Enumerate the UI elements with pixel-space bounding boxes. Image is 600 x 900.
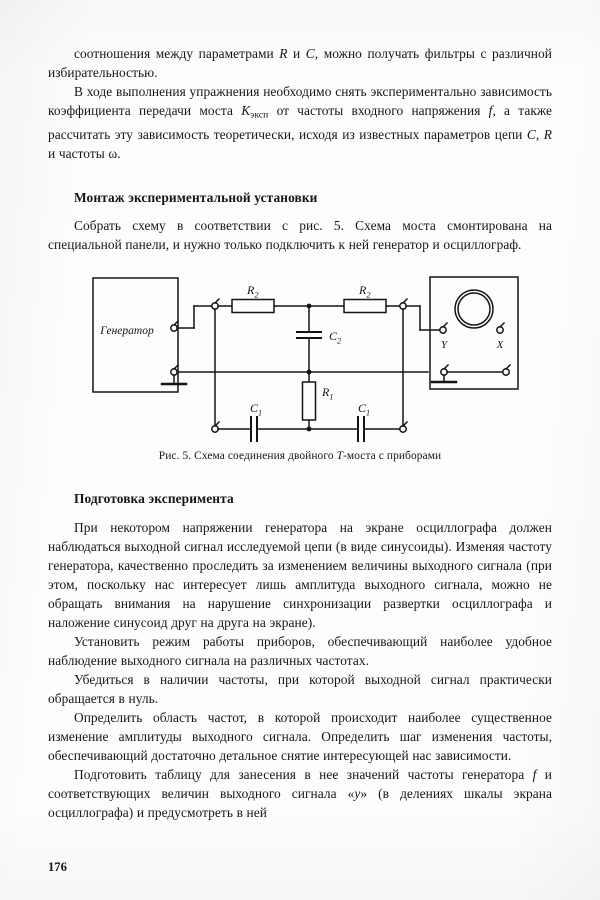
oscilloscope-x-label: X [496, 339, 505, 351]
para2-var-CR: C, R [526, 126, 552, 142]
label-c2-letter: C [329, 329, 338, 343]
label-r2-right: R2 [358, 283, 370, 299]
para1-run-a: соотношения между параметрами [74, 46, 280, 61]
label-c1-left-letter: C [250, 401, 259, 415]
label-c1-right: C1 [358, 401, 370, 417]
para1-var-C: C [305, 46, 315, 61]
caption-var-T: T [336, 450, 344, 462]
bridge-terminal-c-tick [213, 420, 221, 428]
label-r2-left-letter: R [246, 283, 255, 297]
paragraph-4: При некотором напряжении генератора на э… [48, 520, 552, 630]
para2-run-c: , а также рассчитать эту зависимость тео… [48, 103, 552, 142]
paragraph-5: Установить режим работы приборов, обеспе… [48, 634, 552, 668]
resistor-r2-right [343, 298, 387, 314]
oscilloscope-terminal-ground-right-tick [504, 363, 512, 371]
label-r1-sub: 1 [329, 392, 333, 401]
para2-run-d: и частоты ω. [48, 145, 121, 161]
para2-subscript-eksp: эксп [250, 109, 269, 121]
para2-run-b: от частоты входного напряжения [268, 103, 489, 118]
paragraph-block-rest: При некотором напряжении генератора на э… [48, 518, 552, 822]
paragraph-block-1: соотношения между параметрами R и C, мож… [48, 44, 552, 163]
paragraph-block-3: Собрать схему в соответствии с рис. 5. С… [48, 216, 552, 254]
label-r1-letter: R [321, 385, 330, 399]
para1-var-R: R [279, 46, 288, 61]
bridge-terminal-a-tick [213, 297, 221, 305]
component-labels: Генератор R2 R2 C2 R1 C1 C1 [99, 283, 504, 417]
label-r2-right-sub: 2 [366, 290, 370, 299]
generator-terminal-ground-tick [172, 363, 180, 371]
paragraph-8: Подготовить таблицу для занесения в нее … [48, 765, 552, 822]
oscilloscope-terminal-y-tick [441, 321, 449, 329]
label-r2-right-letter: R [358, 283, 367, 297]
generator-terminal-signal-tick [172, 319, 180, 327]
para2-var-f: f [488, 103, 493, 118]
figure-5-circuit-diagram: Генератор R2 R2 C2 R1 C1 C1 [48, 272, 552, 444]
circuit-svg: Генератор R2 R2 C2 R1 C1 C1 [92, 276, 519, 442]
caption-run-b: -моста с приборами [343, 450, 442, 462]
bridge-terminal-b-tick [401, 297, 409, 305]
section-montazh: Монтаж экспериментальной установки [48, 188, 552, 207]
subheading-montazh: Монтаж экспериментальной установки [74, 190, 318, 205]
para8-run-b: и соответствующих величин выходного сигн… [48, 767, 552, 801]
para1-run-b: и [287, 46, 306, 61]
paragraph-2: В ходе выполнения упражнения необходимо … [48, 82, 552, 163]
subheading-podgotovka: Подготовка эксперимента [74, 491, 234, 506]
para1-run-c: , можно получать фильтры с различной изб… [48, 46, 552, 80]
resistor-r1 [301, 381, 317, 421]
paragraph-3: Собрать схему в соответствии с рис. 5. С… [48, 218, 552, 252]
section-podgotovka: Подготовка эксперимента [48, 489, 552, 508]
paragraph-6: Убедиться в наличии частоты, при которой… [48, 672, 552, 706]
para8-var-f: f [532, 767, 537, 782]
label-c1-right-letter: C [358, 401, 367, 415]
resistor-r2-left [231, 298, 275, 314]
oscilloscope-terminal-ground-tick [442, 363, 450, 371]
paragraph-7: Определить область частот, в которой про… [48, 710, 552, 763]
oscilloscope-terminal-x-tick [498, 321, 506, 329]
para8-run-c: » (в делениях шкалы экрана осциллографа)… [48, 786, 552, 820]
label-c2: C2 [329, 329, 341, 345]
label-r2-left-sub: 2 [254, 290, 258, 299]
para2-run-a: В ходе выполнения упражнения необходимо … [48, 84, 552, 118]
label-r2-left: R2 [246, 283, 258, 299]
oscilloscope-screen-outer [454, 289, 494, 329]
oscilloscope-box [429, 276, 519, 390]
para8-run-a: Подготовить таблицу для занесения в нее … [74, 767, 533, 782]
paragraph-1: соотношения между параметрами R и C, мож… [48, 44, 552, 82]
label-r1: R1 [321, 385, 333, 401]
para2-var-K: K [241, 103, 251, 118]
para8-var-y: y [354, 786, 361, 801]
generator-label: Генератор [99, 325, 154, 337]
oscilloscope-y-label: Y [441, 339, 449, 351]
label-c2-sub: 2 [337, 336, 341, 345]
oscilloscope-screen-inner [457, 292, 491, 326]
label-c1-right-sub: 1 [366, 408, 370, 417]
label-c1-left-sub: 1 [258, 408, 262, 417]
label-c1-left: C1 [250, 401, 262, 417]
generator-box [92, 277, 179, 393]
page-number: 176 [48, 860, 67, 874]
figure-caption: Рис. 5. Схема соединения двойного T-мост… [48, 449, 552, 464]
caption-run-a: Рис. 5. Схема соединения двойного [158, 450, 337, 462]
